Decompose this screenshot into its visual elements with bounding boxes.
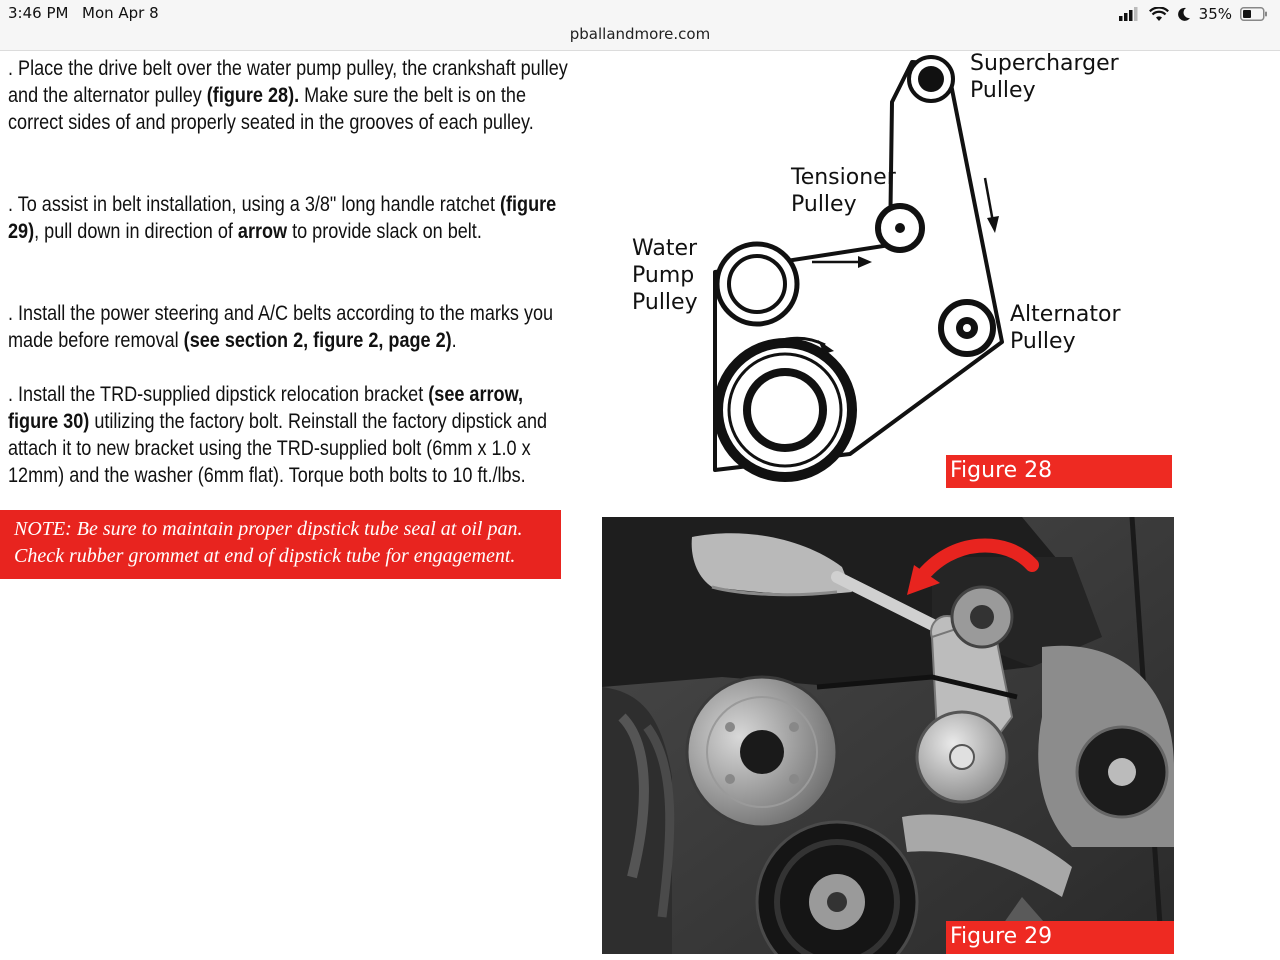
battery-icon (1240, 7, 1267, 21)
status-time: 3:46 PM (8, 4, 69, 22)
note-line-1: NOTE: Be sure to maintain proper dipstic… (14, 518, 523, 540)
status-icons: 35% (1118, 5, 1268, 23)
bold-reference: arrow (237, 220, 288, 243)
step-bullet: . (8, 302, 19, 325)
direction-arrow-icon (983, 177, 999, 233)
note-line-2: Check rubber grommet at end of dipstick … (14, 545, 516, 567)
figure-29-caption: Figure 29 (946, 921, 1174, 954)
step-text: Install the power steering and A/C belts… (8, 302, 554, 352)
step-text: To assist in belt installation, using a … (17, 193, 501, 216)
direction-arrow-icon (812, 256, 872, 268)
step-3: . Install the power steering and A/C bel… (8, 300, 568, 354)
step-bullet: . (8, 193, 18, 216)
rotation-arrow-icon (757, 336, 834, 354)
engine-photo (602, 517, 1174, 954)
alternator-pulley (938, 299, 996, 357)
bold-reference: (figure 29) (8, 193, 557, 243)
step-text: . (451, 329, 457, 352)
drive-belt (713, 60, 1004, 472)
step-text: , pull down in direction of (34, 220, 238, 243)
step-4: . Install the TRD-supplied dipstick relo… (8, 381, 568, 489)
step-text: utilizing the factory bolt. Reinstall th… (8, 410, 548, 487)
step-text: to provide slack on belt. (287, 220, 482, 243)
crankshaft-pulley (713, 338, 857, 482)
belt-routing-diagram (713, 55, 1004, 482)
step-2: . To assist in belt installation, using … (8, 191, 568, 245)
status-date: Mon Apr 8 (82, 4, 159, 22)
step-text: Make sure the belt is on the correct sid… (8, 84, 534, 134)
figure-28-caption: Figure 28 (946, 455, 1172, 488)
battery-percent: 35% (1198, 5, 1232, 23)
tensioner-pulley (875, 203, 925, 253)
step-bullet: . (8, 57, 19, 80)
bold-reference: (figure 28). (206, 84, 300, 107)
cellular-signal-icon (1118, 7, 1138, 21)
step-text: Install the TRD-supplied dipstick reloca… (18, 383, 429, 406)
figure-29-photo: Figure 29 (602, 517, 1174, 954)
wifi-icon (1148, 6, 1169, 21)
water-pump-pulley (714, 241, 800, 327)
address-bar[interactable]: pballandmore.com (569, 25, 711, 43)
step-text: Place the drive belt over the water pump… (8, 57, 568, 107)
bold-reference: (see arrow, figure 30) (8, 383, 523, 433)
supercharger-pulley (907, 55, 955, 103)
note-box: NOTE: Be sure to maintain proper dipstic… (0, 510, 561, 579)
step-bullet: . (8, 383, 19, 406)
status-bar: 3:46 PM Mon Apr 8 pballandmore.com 35% (0, 0, 1280, 51)
bold-reference: (see section 2, figure 2, page 2) (183, 329, 452, 352)
step-1: . Place the drive belt over the water pu… (8, 55, 568, 136)
moon-icon (1177, 7, 1190, 21)
